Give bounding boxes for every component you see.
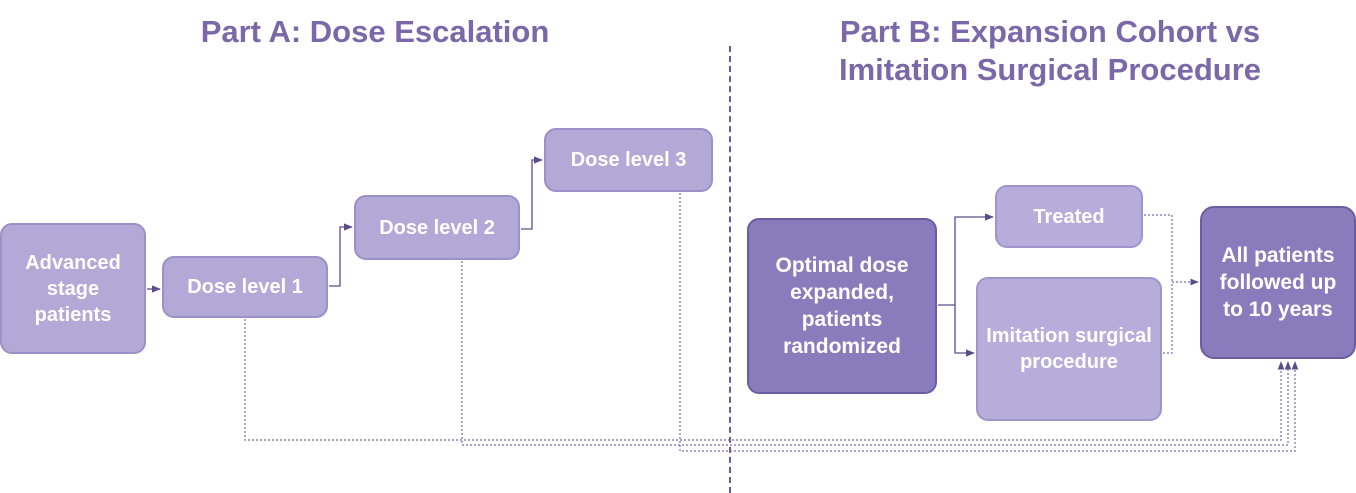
dotted-dose1-to-followed xyxy=(244,319,1285,441)
node-imitation-surgical-procedure: Imitation surgical procedure xyxy=(976,277,1162,421)
dotted-imitation-to-followed xyxy=(1163,282,1173,354)
arrow-dose2-to-dose3 xyxy=(521,156,543,230)
node-all-patients-followed: All patients followed up to 10 years xyxy=(1200,206,1356,359)
node-dose-level-2: Dose level 2 xyxy=(354,195,520,260)
dotted-dose3-to-followed xyxy=(679,193,1299,452)
section-divider xyxy=(729,46,731,493)
node-advanced-stage-patients: Advanced stage patients xyxy=(0,223,146,354)
arrow-optimal-to-treated xyxy=(938,213,994,306)
part-b-title: Part B: Expansion Cohort vs Imitation Su… xyxy=(838,14,1262,87)
node-treated: Treated xyxy=(995,185,1143,248)
part-a-title: Part A: Dose Escalation xyxy=(200,14,550,49)
node-optimal-dose-randomized: Optimal dose expanded, patients randomiz… xyxy=(747,218,937,394)
arrow-optimal-to-imitation xyxy=(954,305,975,357)
arrow-dose1-to-dose2 xyxy=(329,223,353,287)
node-dose-level-3: Dose level 3 xyxy=(544,128,713,192)
dotted-treated-to-followed xyxy=(1144,214,1173,282)
dotted-dose2-to-followed xyxy=(461,261,1292,446)
node-dose-level-1: Dose level 1 xyxy=(162,256,328,318)
